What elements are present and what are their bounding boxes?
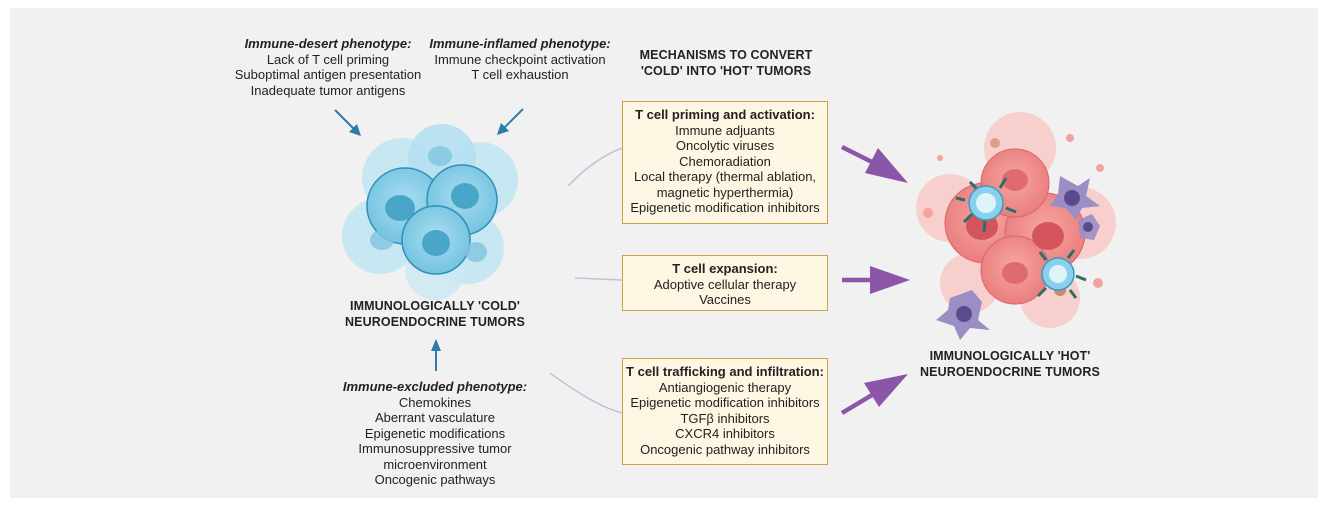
trafficking-infiltration-box: T cell trafficking and infiltration: Ant… <box>622 358 828 465</box>
immune-excluded-block: Immune-excluded phenotype: Chemokines Ab… <box>330 379 540 488</box>
mechanisms-title-line: MECHANISMS TO CONVERT <box>639 48 813 62</box>
immune-excluded-item: Immunosuppressive tumor <box>358 441 512 456</box>
cold-tumor-label-line: NEUROENDOCRINE TUMORS <box>345 315 525 329</box>
box-title: T cell trafficking and infiltration: <box>626 364 824 379</box>
box-item: TGFβ inhibitors <box>680 410 770 426</box>
t-cell-icon <box>1036 249 1087 299</box>
box-item: Oncogenic pathway inhibitors <box>640 441 810 457</box>
graphics-layer <box>334 108 1116 415</box>
immune-inflamed-block: Immune-inflamed phenotype: Immune checkp… <box>424 36 616 83</box>
box-title: T cell priming and activation: <box>635 107 815 122</box>
dendritic-cell-icon <box>1078 214 1100 240</box>
hot-tumor-label-line: NEUROENDOCRINE TUMORS <box>920 365 1100 379</box>
dendritic-cell-icon <box>936 290 990 340</box>
arrow-trafficking-to-hot <box>840 374 908 415</box>
mechanisms-title-line: 'COLD' INTO 'HOT' TUMORS <box>640 64 812 78</box>
immune-excluded-item: Chemokines <box>398 394 472 410</box>
connector-top <box>567 147 623 187</box>
immune-inflamed-title: Immune-inflamed phenotype: <box>429 36 611 51</box>
immune-desert-block: Immune-desert phenotype: Lack of T cell … <box>228 36 428 98</box>
box-title: T cell expansion: <box>672 261 778 276</box>
box-item: Adoptive cellular therapy <box>653 276 797 292</box>
box-item: Immune adjuants <box>675 122 775 138</box>
t-cell-icon <box>955 177 1017 233</box>
cold-tumor-label-line: IMMUNOLOGICALLY 'COLD' <box>350 299 520 313</box>
cold-tumor-label: IMMUNOLOGICALLY 'COLD' NEUROENDOCRINE TU… <box>330 298 540 330</box>
arrow-excluded-to-cold <box>431 339 441 371</box>
hot-tumor-label: IMMUNOLOGICALLY 'HOT' NEUROENDOCRINE TUM… <box>905 348 1115 380</box>
figure-panel: Immune-desert phenotype: Lack of T cell … <box>10 8 1318 498</box>
box-item: Oncolytic viruses <box>675 138 775 153</box>
mechanisms-title: MECHANISMS TO CONVERT 'COLD' INTO 'HOT' … <box>622 47 830 79</box>
immune-desert-item: Lack of T cell priming <box>266 51 390 67</box>
connector-middle <box>574 277 623 281</box>
cold-tumor-illustration <box>342 124 518 300</box>
box-item: Chemoradiation <box>679 153 771 169</box>
immune-excluded-item: Oncogenic pathways <box>374 472 496 487</box>
immune-inflamed-item: T cell exhaustion <box>471 67 569 82</box>
box-item: Epigenetic modification inhibitors <box>630 395 820 410</box>
hot-tumor-label-line: IMMUNOLOGICALLY 'HOT' <box>929 349 1091 363</box>
box-item: Epigenetic modification inhibitors <box>630 200 820 215</box>
immune-desert-item: Inadequate tumor antigens <box>250 82 406 98</box>
immune-excluded-item: Aberrant vasculature <box>375 410 495 425</box>
arrow-desert-to-cold <box>334 109 361 136</box>
immune-inflamed-item: Immune checkpoint activation <box>434 51 606 67</box>
box-item: Antiangiogenic therapy <box>658 379 792 395</box>
connector-bottom <box>549 372 623 414</box>
arrow-inflamed-to-cold <box>497 108 524 135</box>
priming-activation-box: T cell priming and activation: Immune ad… <box>622 101 828 224</box>
immune-excluded-title: Immune-excluded phenotype: <box>342 379 528 394</box>
arrow-expansion-to-hot <box>842 266 910 294</box>
immune-desert-title: Immune-desert phenotype: <box>244 36 412 51</box>
immune-desert-item: Suboptimal antigen presentation <box>234 67 422 82</box>
arrow-priming-to-hot <box>840 144 908 183</box>
dendritic-cell-icon <box>1050 176 1100 220</box>
box-item: Local therapy (thermal ablation, <box>633 169 817 184</box>
box-item: CXCR4 inhibitors <box>675 426 775 441</box>
immune-excluded-item: Epigenetic modifications <box>364 425 506 441</box>
box-item: Vaccines <box>699 292 751 307</box>
expansion-box: T cell expansion: Adoptive cellular ther… <box>622 255 828 311</box>
immune-excluded-item: microenvironment <box>383 456 487 472</box>
box-item: magnetic hyperthermia) <box>656 184 794 200</box>
